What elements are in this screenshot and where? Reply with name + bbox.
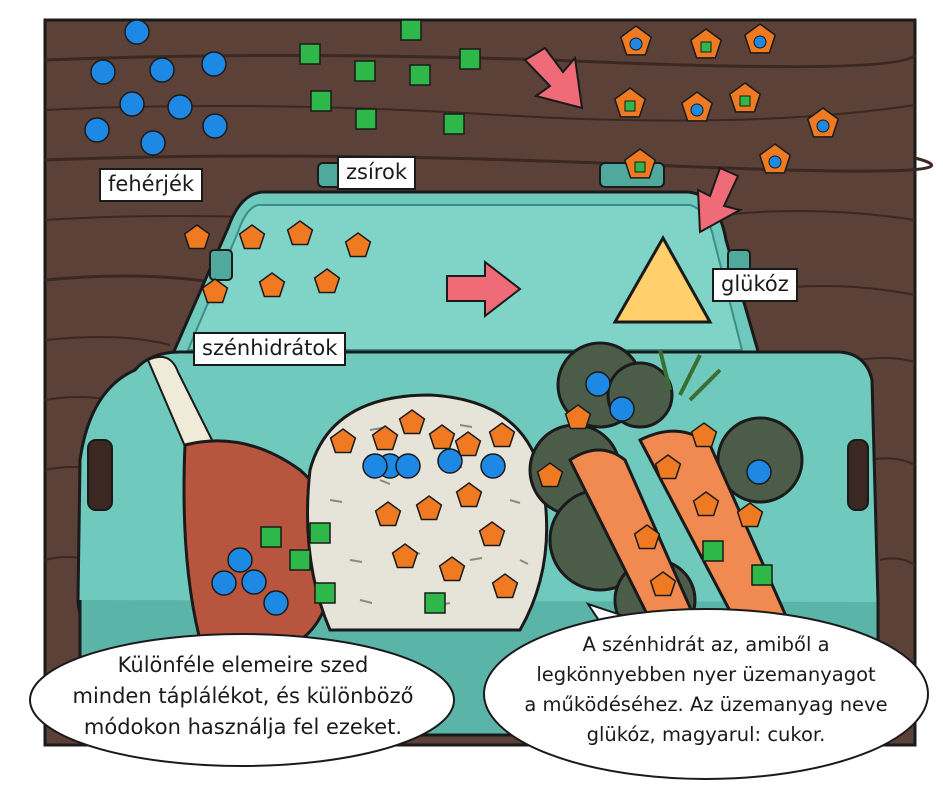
protein-circle bbox=[119, 91, 145, 117]
carb-pentagon bbox=[398, 409, 426, 435]
protein-circle bbox=[149, 57, 175, 83]
protein-circle bbox=[202, 113, 228, 139]
glucose-triangle bbox=[612, 234, 713, 324]
protein-dot bbox=[768, 155, 782, 169]
fat-square bbox=[310, 90, 332, 112]
fat-dot bbox=[739, 95, 751, 107]
fat-square bbox=[355, 108, 377, 130]
protein-circle bbox=[201, 51, 227, 77]
fat-square bbox=[289, 549, 311, 571]
fat-square bbox=[751, 564, 773, 586]
carb-pentagon bbox=[238, 224, 266, 250]
carb-pentagon bbox=[313, 268, 341, 294]
glucose-label: glükóz bbox=[712, 268, 798, 302]
bubble-left-line: módokon használja fel ezeket. bbox=[83, 715, 403, 739]
carb-pentagon bbox=[371, 425, 399, 451]
carb-pentagon bbox=[374, 501, 402, 527]
protein-dot bbox=[690, 103, 704, 117]
protein-circle bbox=[362, 453, 388, 479]
carb-pentagon bbox=[633, 524, 661, 550]
carb-pentagon bbox=[286, 220, 314, 246]
bubble-right-line: legkönnyebben nyer üzemanyagot bbox=[536, 663, 876, 686]
carb-pentagon bbox=[428, 424, 456, 450]
carb-pentagon bbox=[344, 232, 372, 258]
fat-square bbox=[314, 582, 336, 604]
carb-pentagon bbox=[329, 428, 357, 454]
protein-circle bbox=[437, 448, 463, 474]
fat-dot bbox=[624, 100, 636, 112]
speech-bubble-right-shape bbox=[483, 602, 929, 780]
protein-circle bbox=[211, 570, 237, 596]
protein-dot bbox=[816, 119, 830, 133]
carb-pentagon bbox=[654, 454, 682, 480]
carbs-label: szénhidrátok bbox=[193, 332, 347, 366]
fat-square bbox=[459, 48, 481, 70]
protein-circle bbox=[90, 59, 116, 85]
carb-pentagon bbox=[491, 573, 519, 599]
protein-dot bbox=[629, 37, 643, 51]
carb-pentagons bbox=[183, 220, 764, 599]
bubble-left-line: Különféle elemeire szed bbox=[117, 653, 369, 677]
carb-pentagon bbox=[455, 482, 483, 508]
carb-pentagon bbox=[488, 422, 516, 448]
protein-circle bbox=[585, 371, 611, 397]
speech-bubble-right: A szénhidrát az, amiből a legkönnyebben … bbox=[496, 630, 916, 750]
carb-pentagon bbox=[649, 571, 677, 597]
speech-bubble-left-shape bbox=[29, 633, 455, 767]
fat-square bbox=[702, 540, 724, 562]
carb-pentagon bbox=[454, 431, 482, 457]
fat-square bbox=[424, 592, 446, 614]
glucose-house-shapes bbox=[613, 23, 840, 179]
protein-circle bbox=[263, 590, 289, 616]
protein-circles bbox=[84, 19, 772, 616]
carb-pentagon bbox=[391, 543, 419, 569]
proteins-label: fehérjék bbox=[99, 168, 204, 202]
protein-circle bbox=[241, 569, 267, 595]
carb-pentagon bbox=[564, 404, 592, 430]
protein-circle bbox=[227, 547, 253, 573]
fat-square bbox=[309, 522, 331, 544]
carb-pentagon bbox=[536, 462, 564, 488]
fat-square bbox=[409, 64, 431, 86]
fat-dot bbox=[700, 41, 712, 53]
carb-pentagon bbox=[478, 521, 506, 547]
bubble-right-line: glükóz, magyarul: cukor. bbox=[586, 723, 826, 746]
fat-squares bbox=[260, 19, 773, 614]
fat-square bbox=[354, 60, 376, 82]
carb-pentagon bbox=[692, 491, 720, 517]
speech-bubble-left: Különféle elemeire szed minden tápláléko… bbox=[50, 650, 436, 743]
bubble-left-line: minden táplálékot, és különböző bbox=[72, 684, 414, 708]
protein-circle bbox=[124, 19, 150, 45]
fats-label: zsírok bbox=[337, 156, 416, 190]
protein-circle bbox=[140, 130, 166, 156]
carb-pentagon bbox=[438, 556, 466, 582]
carb-pentagon bbox=[183, 224, 211, 250]
protein-circle bbox=[480, 453, 506, 479]
fat-square bbox=[260, 526, 282, 548]
arrow-icon bbox=[696, 166, 743, 234]
bubble-right-line: a működéséhez. Az üzemanyag neve bbox=[524, 693, 888, 716]
protein-circle bbox=[609, 396, 635, 422]
carb-pentagon bbox=[690, 422, 718, 448]
protein-circle bbox=[84, 117, 110, 143]
arrow-icon bbox=[446, 259, 522, 319]
carb-pentagon bbox=[415, 495, 443, 521]
protein-circle bbox=[746, 459, 772, 485]
protein-circle bbox=[395, 453, 421, 479]
fat-dot bbox=[634, 161, 646, 173]
fat-square bbox=[443, 113, 465, 135]
arrow-icon bbox=[523, 46, 584, 110]
protein-circle bbox=[167, 94, 193, 120]
carb-pentagon bbox=[258, 272, 286, 298]
carb-pentagon bbox=[201, 278, 229, 304]
bubble-right-line: A szénhidrát az, amiből a bbox=[582, 633, 830, 656]
fat-square bbox=[400, 19, 422, 41]
carb-pentagon bbox=[736, 502, 764, 528]
fat-square bbox=[299, 43, 321, 65]
protein-dot bbox=[753, 35, 767, 49]
